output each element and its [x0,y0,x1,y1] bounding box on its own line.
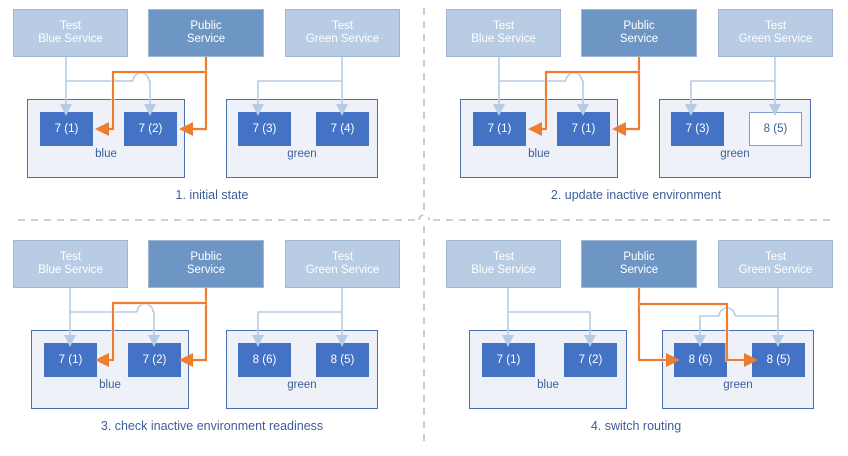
panel-caption: 1. initial state [175,188,249,202]
test-blue-service-box[interactable]: Test Blue Service [446,240,561,288]
panel-1-connectors [60,57,348,136]
public-service-box[interactable]: Public Service [148,9,264,57]
panel-3: Test Blue Service Public Service Test Gr… [0,228,424,456]
service-label-line2: Blue Service [471,264,536,276]
test-green-service-box[interactable]: Test Green Service [718,9,833,57]
environment-label: green [723,379,753,391]
environment-label: green [287,148,317,160]
service-label-line1: Test [331,19,354,32]
service-label-line1: Public [190,19,222,32]
panel-caption: 4. switch routing [590,419,682,433]
environment-label: blue [95,148,117,160]
green-node-1[interactable]: 8 (6) [674,343,727,377]
green-node-2[interactable]: 8 (5) [752,343,805,377]
blue-node-1[interactable]: 7 (1) [473,112,526,146]
service-label-line2: Blue Service [38,264,103,276]
panel-3-connectors [64,288,348,367]
blue-node-1[interactable]: 7 (1) [482,343,535,377]
green-node-2[interactable]: 8 (5) [316,343,369,377]
service-label-line1: Test [59,19,82,32]
green-node-1[interactable]: 7 (3) [238,112,291,146]
service-label-line1: Test [764,250,787,263]
test-green-service-box[interactable]: Test Green Service [285,9,400,57]
service-label-line1: Test [764,19,787,32]
service-label-line1: Test [331,250,354,263]
service-label-line2: Blue Service [471,33,536,45]
test-green-service-box[interactable]: Test Green Service [285,240,400,288]
panel-4: Test Blue Service Public Service Test Gr… [424,228,848,456]
panel-caption: 3. check inactive environment readiness [100,419,324,433]
service-label-line2: Service [186,33,226,45]
panel-1: Test Blue Service Public Service Test Gr… [0,0,424,228]
panel-2-connectors [493,57,781,136]
service-label-line2: Green Service [305,264,380,276]
environment-label: green [720,148,750,160]
service-label-line1: Public [623,250,655,263]
panel-2: Test Blue Service Public Service Test Gr… [424,0,848,228]
service-label-line2: Blue Service [38,33,103,45]
test-blue-service-box[interactable]: Test Blue Service [13,240,128,288]
environment-label: blue [528,148,550,160]
public-service-box[interactable]: Public Service [581,240,697,288]
environment-label: green [287,379,317,391]
public-service-box[interactable]: Public Service [148,240,264,288]
service-label-line1: Public [623,19,655,32]
test-green-service-box[interactable]: Test Green Service [718,240,833,288]
service-label-line2: Green Service [738,264,813,276]
service-label-line1: Public [190,250,222,263]
service-label-line2: Green Service [738,33,813,45]
service-label-line2: Green Service [305,33,380,45]
green-node-1[interactable]: 7 (3) [671,112,724,146]
service-label-line2: Service [619,33,659,45]
blue-node-1[interactable]: 7 (1) [40,112,93,146]
green-node-2[interactable]: 7 (4) [316,112,369,146]
environment-label: blue [537,379,559,391]
green-node-1[interactable]: 8 (6) [238,343,291,377]
environment-label: blue [99,379,121,391]
test-blue-service-box[interactable]: Test Blue Service [446,9,561,57]
panel-caption: 2. update inactive environment [550,188,722,202]
panel-4-connectors [502,288,784,367]
service-label-line1: Test [492,19,515,32]
service-label-line2: Service [619,264,659,276]
service-label-line2: Service [186,264,226,276]
service-label-line1: Test [492,250,515,263]
public-service-box[interactable]: Public Service [581,9,697,57]
test-blue-service-box[interactable]: Test Blue Service [13,9,128,57]
service-label-line1: Test [59,250,82,263]
